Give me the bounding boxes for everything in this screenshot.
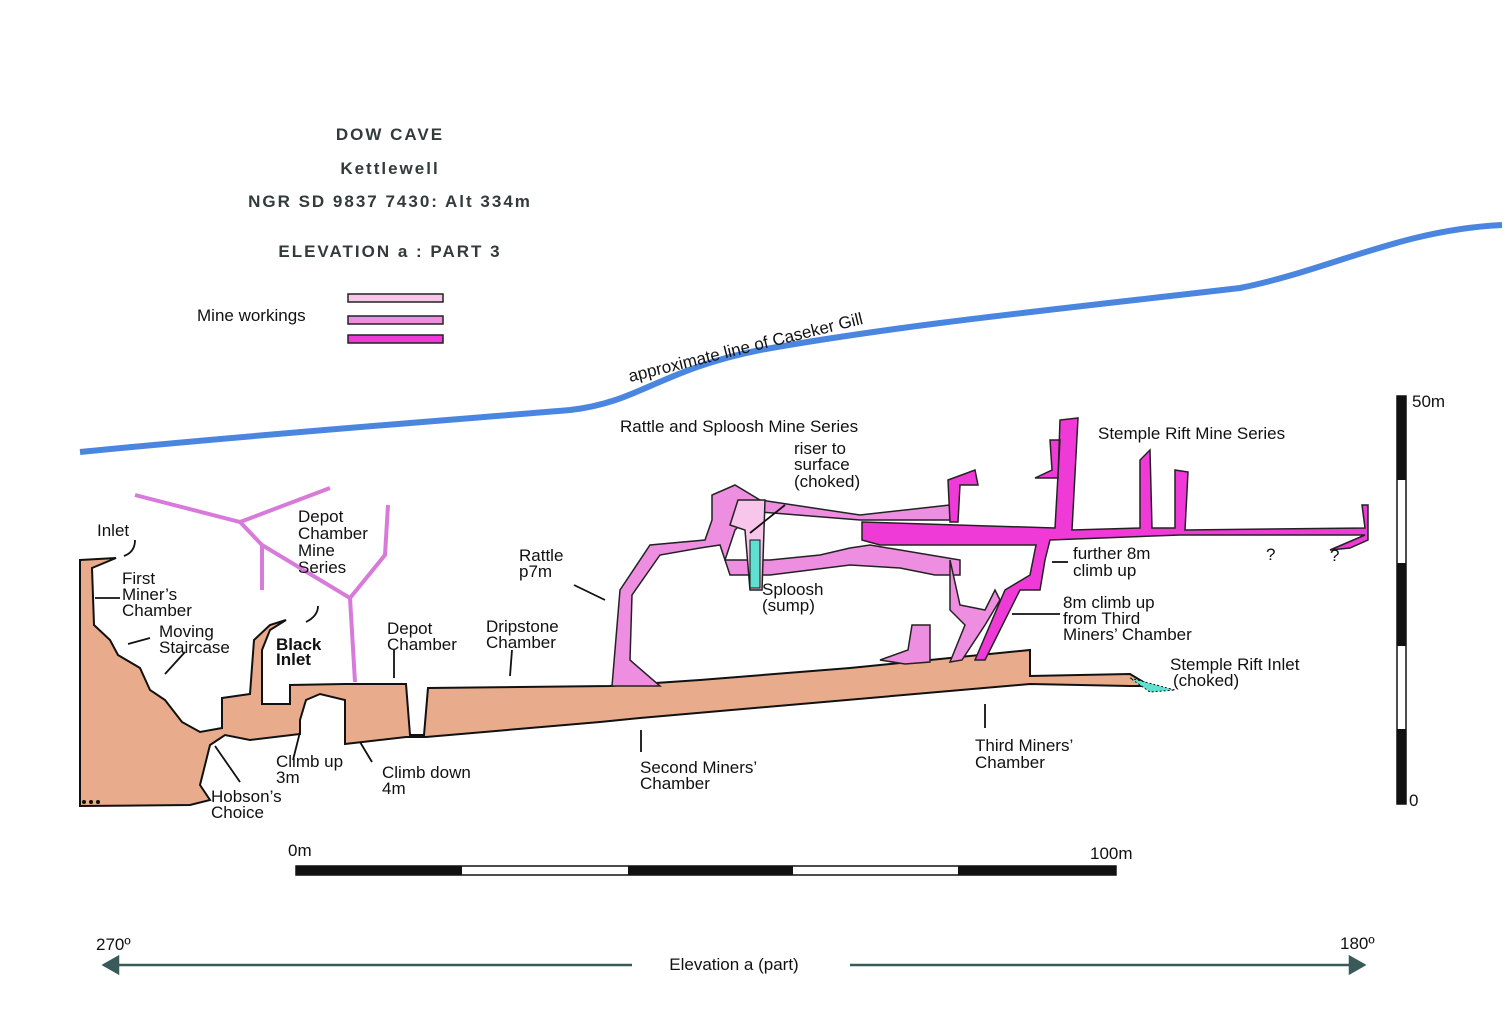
- label-sploosh: Sploosh(sump): [762, 580, 823, 615]
- unknown-marker-1: ?: [1266, 545, 1275, 564]
- label-stemple-rift-inlet: Stemple Rift Inlet(choked): [1170, 655, 1300, 690]
- stemple-rift-inlet-choke: [1129, 677, 1176, 693]
- bearing-arrow: [101, 954, 1367, 976]
- horizontal-scale: [295, 865, 1117, 876]
- survey-title: DOW CAVE: [336, 125, 444, 144]
- label-stemple-rift-series: Stemple Rift Mine Series: [1098, 424, 1285, 443]
- sploosh-sump: [749, 539, 761, 589]
- vertical-scale: [1396, 395, 1407, 805]
- horizontal-scale-start: 0m: [288, 841, 312, 860]
- bearing-right: 180º: [1340, 934, 1375, 953]
- legend-swatch-mid: [347, 315, 444, 325]
- label-third-miners-chamber: Third Miners’Chamber: [975, 736, 1073, 772]
- grid-reference: NGR SD 9837 7430: Alt 334m: [248, 192, 532, 211]
- gill-label: approximate line of Caseker Gill: [626, 309, 864, 386]
- stemple-rift-mine-series: [861, 417, 1369, 661]
- vertical-scale-top: 50m: [1412, 392, 1445, 411]
- horizontal-scale-end: 100m: [1090, 844, 1133, 863]
- entrance-dots: [82, 800, 100, 804]
- unknown-marker-2: ?: [1330, 546, 1339, 565]
- label-inlet: Inlet: [97, 521, 129, 540]
- legend-label: Mine workings: [197, 306, 306, 325]
- location: Kettlewell: [340, 159, 439, 178]
- legend-swatch-light: [347, 293, 444, 303]
- caseker-gill-line: [79, 222, 1503, 455]
- view-title: ELEVATION a : PART 3: [278, 242, 501, 261]
- rattle-sploosh-mine-series: [611, 484, 1001, 687]
- label-rattle-sploosh-series: Rattle and Sploosh Mine Series: [620, 417, 858, 436]
- label-second-miners-chamber: Second Miners’Chamber: [640, 758, 757, 793]
- vertical-scale-bottom: 0: [1409, 791, 1418, 810]
- bearing-left: 270º: [96, 935, 131, 954]
- pointer-arrows: [95, 504, 1068, 783]
- main-cave-passage: [79, 557, 1154, 808]
- legend-swatch-bright: [347, 334, 444, 344]
- depot-chamber-mine-series: [134, 486, 390, 683]
- bearing-label: Elevation a (part): [669, 955, 798, 974]
